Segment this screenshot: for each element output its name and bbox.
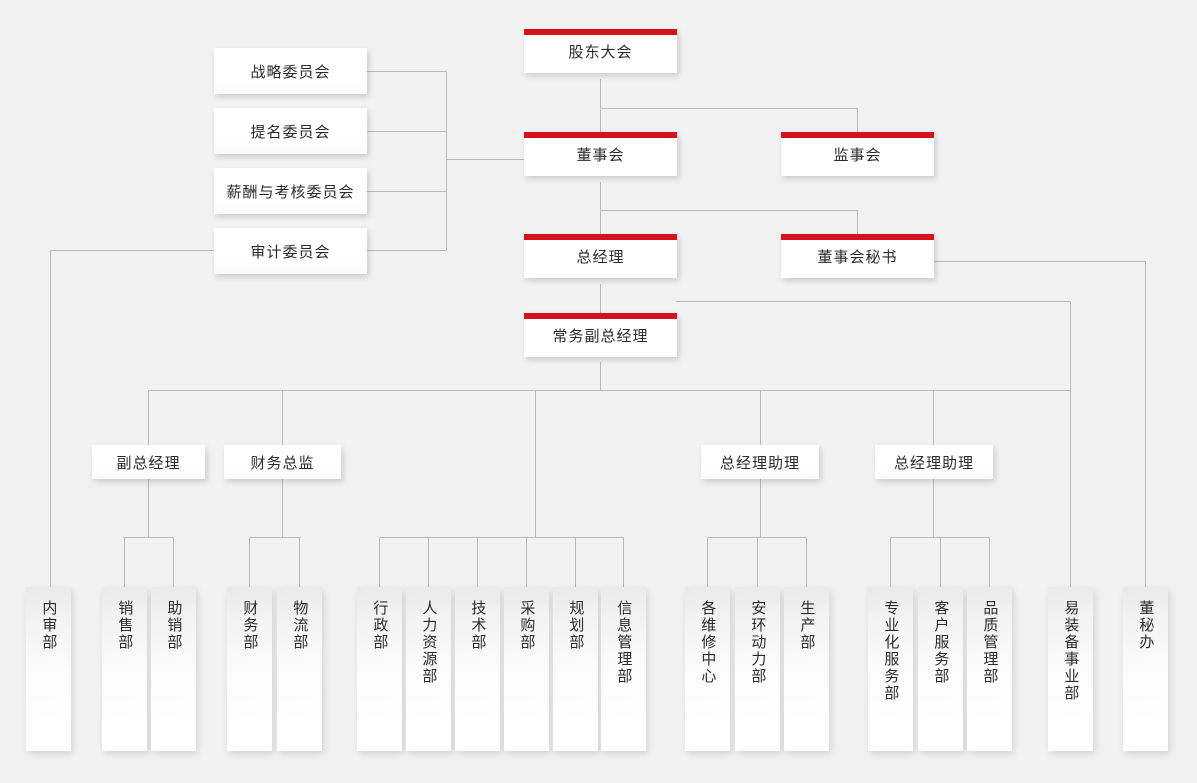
node-shareholders-meeting[interactable]: 股东大会 <box>524 29 677 73</box>
node-committee-compensation-appraisal[interactable]: 薪酬与考核委员会 <box>214 168 367 214</box>
dept-label: 品质管理部 <box>981 600 999 685</box>
dept-planning[interactable]: 规划部 <box>553 587 598 751</box>
dept-procurement[interactable]: 采购部 <box>504 587 549 751</box>
node-committee-nomination[interactable]: 提名委员会 <box>214 108 367 154</box>
dept-label: 规划部 <box>567 600 585 651</box>
dept-label: 生产部 <box>798 600 816 651</box>
dept-label: 内审部 <box>40 600 58 651</box>
dept-label: 物流部 <box>291 600 309 651</box>
dept-quality-management[interactable]: 品质管理部 <box>967 587 1012 751</box>
dept-label: 安环动力部 <box>749 600 767 685</box>
dept-label: 各维修中心 <box>699 600 717 685</box>
dept-administration[interactable]: 行政部 <box>357 587 402 751</box>
node-gm-assistant-1[interactable]: 总经理助理 <box>701 445 819 479</box>
node-executive-deputy-gm[interactable]: 常务副总经理 <box>524 313 677 357</box>
node-committee-strategy[interactable]: 战略委员会 <box>214 48 367 94</box>
dept-easy-equipment-division[interactable]: 易装备事业部 <box>1048 587 1093 751</box>
dept-label: 客户服务部 <box>932 600 950 685</box>
dept-sales-support[interactable]: 助销部 <box>151 587 196 751</box>
dept-internal-audit[interactable]: 内审部 <box>26 587 71 751</box>
node-general-manager[interactable]: 总经理 <box>524 234 677 278</box>
dept-label: 助销部 <box>165 600 183 651</box>
dept-label: 专业化服务部 <box>882 600 900 702</box>
dept-logistics[interactable]: 物流部 <box>277 587 322 751</box>
dept-information-management[interactable]: 信息管理部 <box>601 587 646 751</box>
node-label: 常务副总经理 <box>552 328 649 345</box>
node-label: 副总经理 <box>116 454 181 472</box>
node-label: 总经理 <box>576 249 625 266</box>
node-label: 董事会秘书 <box>817 249 898 266</box>
dept-label: 财务部 <box>241 600 259 651</box>
node-committee-audit[interactable]: 审计委员会 <box>214 228 367 274</box>
node-label: 监事会 <box>833 147 882 164</box>
node-label: 董事会 <box>576 147 625 164</box>
node-label: 提名委员会 <box>250 123 331 141</box>
dept-customer-service[interactable]: 客户服务部 <box>918 587 963 751</box>
node-deputy-general-manager[interactable]: 副总经理 <box>92 445 205 479</box>
dept-label: 易装备事业部 <box>1062 600 1080 702</box>
node-board-of-directors[interactable]: 董事会 <box>524 132 677 176</box>
dept-board-secretary-office[interactable]: 董秘办 <box>1123 587 1168 751</box>
dept-label: 行政部 <box>371 600 389 651</box>
dept-label: 董秘办 <box>1137 600 1155 651</box>
dept-technology[interactable]: 技术部 <box>455 587 500 751</box>
dept-label: 采购部 <box>518 600 536 651</box>
dept-human-resources[interactable]: 人力资源部 <box>406 587 451 751</box>
node-label: 薪酬与考核委员会 <box>226 183 355 201</box>
dept-label: 销售部 <box>116 600 134 651</box>
node-gm-assistant-2[interactable]: 总经理助理 <box>875 445 993 479</box>
dept-label: 人力资源部 <box>420 600 438 685</box>
dept-maintenance-centers[interactable]: 各维修中心 <box>685 587 730 751</box>
dept-finance[interactable]: 财务部 <box>227 587 272 751</box>
node-board-secretary[interactable]: 董事会秘书 <box>781 234 934 278</box>
node-label: 总经理助理 <box>893 454 974 472</box>
node-board-of-supervisors[interactable]: 监事会 <box>781 132 934 176</box>
node-label: 股东大会 <box>568 44 633 61</box>
dept-professional-services[interactable]: 专业化服务部 <box>868 587 913 751</box>
node-label: 总经理助理 <box>719 454 800 472</box>
node-label: 财务总监 <box>250 454 315 472</box>
dept-label: 技术部 <box>469 600 487 651</box>
node-label: 审计委员会 <box>250 243 331 261</box>
node-label: 战略委员会 <box>250 63 331 81</box>
dept-production[interactable]: 生产部 <box>784 587 829 751</box>
node-cfo[interactable]: 财务总监 <box>224 445 341 479</box>
dept-label: 信息管理部 <box>615 600 633 685</box>
dept-sales[interactable]: 销售部 <box>102 587 147 751</box>
dept-safety-environment-power[interactable]: 安环动力部 <box>735 587 780 751</box>
